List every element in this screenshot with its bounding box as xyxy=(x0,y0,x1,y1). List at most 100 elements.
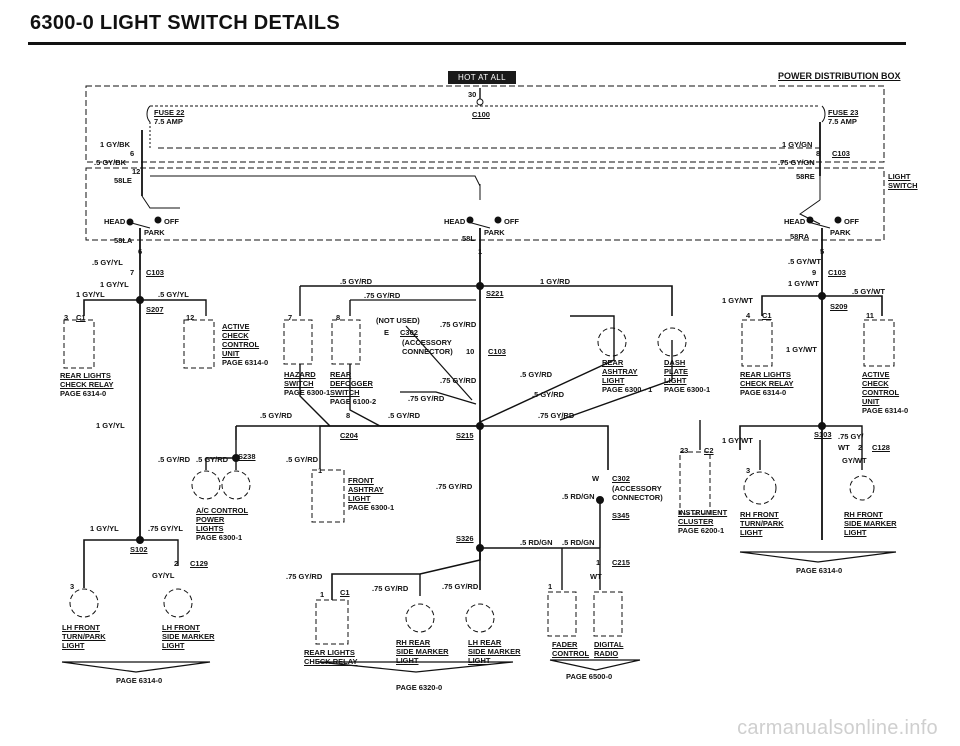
light-switch-title-2: SWITCH xyxy=(888,181,918,190)
off-right: OFF xyxy=(844,217,859,226)
center-pin8b: 8 xyxy=(346,411,351,420)
right-rear-lights-1: REAR LIGHTS xyxy=(740,370,791,379)
rear-defogger-3: SWITCH xyxy=(330,388,360,397)
center-wire-f: .5 GY/RD xyxy=(520,370,553,379)
rear-ashtray-3: LIGHT xyxy=(602,376,625,385)
center-wire-j: .75 GY/RD xyxy=(286,572,323,581)
center-s326: S326 xyxy=(456,534,474,543)
left-acc-3: CONTROL xyxy=(222,340,260,349)
center-accessory: (ACCESSORY xyxy=(402,338,452,347)
center-c103: C103 xyxy=(488,347,506,356)
left-wire-7: .5 GY/RD xyxy=(196,455,229,464)
right-wire-2: 1 GY/WT xyxy=(788,279,819,288)
left-pin3b: 3 xyxy=(70,582,75,591)
right-acc-page: PAGE 6314-0 xyxy=(862,406,909,415)
center-pin10: 10 xyxy=(466,347,475,356)
rear-ashtray-page: PAGE 6300 - 1 xyxy=(602,385,653,394)
right-c103: C103 xyxy=(828,268,846,277)
lh-front-turn-1: LH FRONT xyxy=(62,623,100,632)
center-wire-1gyrd: 1 GY/RD xyxy=(540,277,571,286)
head-center: HEAD xyxy=(444,217,466,226)
pdb-right-pin1: 8 xyxy=(816,149,821,158)
right-s103: S103 xyxy=(814,430,832,439)
light-switch-title-1: LIGHT xyxy=(888,172,911,181)
right-wire-7: .75 GY/ xyxy=(838,432,864,441)
left-acc-2: CHECK xyxy=(222,331,249,340)
center-wire-h: .75 GY/RD xyxy=(538,411,575,420)
center-wire-i: .75 GY/RD xyxy=(436,482,473,491)
instrument-cluster-1: INSTRUMENT xyxy=(678,508,728,517)
center-wire-rdgn: .5 RD/GN xyxy=(562,492,595,501)
left-wire-10: .75 GY/YL xyxy=(148,524,184,533)
rh-rear-2: SIDE MARKER xyxy=(396,647,449,656)
ac-control: A/C CONTROL xyxy=(196,506,249,515)
title-rule xyxy=(28,42,906,45)
center-pin1d: 1 xyxy=(596,558,601,567)
ac-lights: LIGHTS xyxy=(196,524,224,533)
center-pin7: 7 xyxy=(288,313,293,322)
dash-plate-page: PAGE 6300-1 xyxy=(664,385,711,394)
center-wire-g: .5 GY/RD xyxy=(532,390,565,399)
fader-1: FADER xyxy=(552,640,578,649)
left-wire-2: 1 GY/YL xyxy=(100,280,129,289)
center-wire-rdgn2: .5 RD/GN xyxy=(520,538,553,547)
center-acc2: (ACCESSORY xyxy=(612,484,662,493)
center-s221: S221 xyxy=(486,289,504,298)
digital-radio-1: DIGITAL xyxy=(594,640,624,649)
right-pin3: 3 xyxy=(746,466,751,475)
left-wire-3: 1 GY/YL xyxy=(76,290,105,299)
rear-lights-relay-1: REAR LIGHTS xyxy=(304,648,355,657)
left-wire-9: 1 GY/YL xyxy=(90,524,119,533)
left-pin7: 7 xyxy=(130,268,135,277)
left-acc-1: ACTIVE xyxy=(222,322,250,331)
left-s207: S207 xyxy=(146,305,164,314)
park-left: PARK xyxy=(144,228,165,237)
center-c2: C2 xyxy=(704,446,714,455)
left-pin3: 3 xyxy=(64,313,69,322)
fuse22-label: FUSE 22 xyxy=(154,108,185,117)
left-page-ref: PAGE 6314-0 xyxy=(116,676,163,685)
switch-pin-right: 5 xyxy=(820,247,825,256)
rear-lights-relay-2: CHECK RELAY xyxy=(304,657,358,666)
front-ashtray-page: PAGE 6300-1 xyxy=(348,503,395,512)
rh-front-turn-2: TURN/PARK xyxy=(740,519,784,528)
hazard-page: PAGE 6300-1 xyxy=(284,388,331,397)
right-acc-3: CONTROL xyxy=(862,388,900,397)
center-wire-l: .75 GY/RD xyxy=(442,582,479,591)
front-ashtray-3: LIGHT xyxy=(348,494,371,503)
left-wire-8: .5 GY/RD xyxy=(286,455,319,464)
right-acc-2: CHECK xyxy=(862,379,889,388)
right-pin2: 2 xyxy=(858,443,863,452)
left-acc-4: UNIT xyxy=(222,349,240,358)
rh-front-side-1: RH FRONT xyxy=(844,510,883,519)
right-wire-3: 1 GY/WT xyxy=(722,296,753,305)
left-s238: S238 xyxy=(238,452,256,461)
center-s345: S345 xyxy=(612,511,630,520)
terminal-58le: 58LE xyxy=(114,176,132,185)
hazard-1: HAZARD xyxy=(284,370,316,379)
left-wire-5: 1 GY/YL xyxy=(96,421,125,430)
digital-radio-2: RADIO xyxy=(594,649,619,658)
power-distribution-box-outline xyxy=(85,85,885,163)
terminal-58l: 58L xyxy=(462,234,475,243)
center-w-c302: W xyxy=(592,474,600,483)
left-rear-lights-page: PAGE 6314-0 xyxy=(60,389,107,398)
head-left: HEAD xyxy=(104,217,126,226)
center-wire-b: .75 GY/RD xyxy=(440,376,477,385)
right-wire-8: GY/WT xyxy=(842,456,867,465)
right-rear-lights-page: PAGE 6314-0 xyxy=(740,388,787,397)
right-wire-4: .5 GY/WT xyxy=(852,287,885,296)
center-wire-k: .75 GY/RD xyxy=(372,584,409,593)
left-wire-4: .5 GY/YL xyxy=(158,290,189,299)
right-pin9: 9 xyxy=(812,268,817,277)
left-rear-lights: REAR LIGHTS xyxy=(60,371,111,380)
right-pin4: 4 xyxy=(746,311,751,320)
ac-power: POWER xyxy=(196,515,225,524)
center-wire-rdgn3: .5 RD/GN xyxy=(562,538,595,547)
right-c1: C1 xyxy=(762,311,772,320)
left-wire-11: GY/YL xyxy=(152,571,175,580)
rh-rear-1: RH REAR xyxy=(396,638,431,647)
left-pin2: 2 xyxy=(174,559,179,568)
lh-front-turn-2: TURN/PARK xyxy=(62,632,106,641)
dash-plate-1: DASH xyxy=(664,358,686,367)
